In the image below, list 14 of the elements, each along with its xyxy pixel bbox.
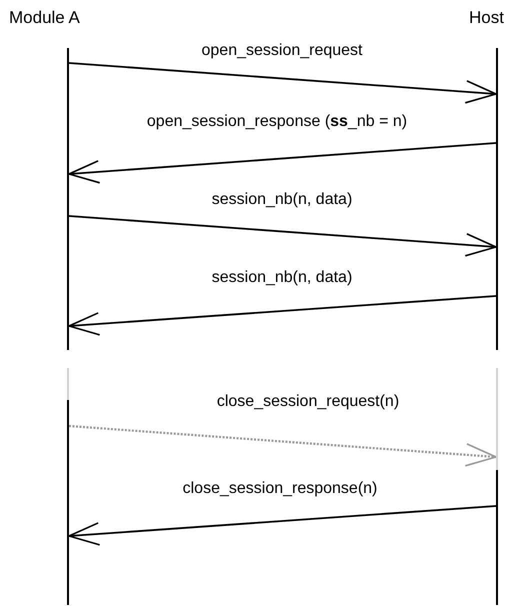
message-arrow (68, 295, 496, 336)
message-arrow (68, 142, 496, 184)
edge-label: open_session_response (ss_nb = n) (146, 113, 408, 131)
edge-label: close_session_request(n) (216, 393, 400, 411)
message-arrow (68, 62, 497, 104)
dashed-message-arrow (68, 424, 497, 467)
edge-label: open_session_request (202, 42, 362, 60)
participant-label: Host (469, 8, 504, 28)
edge-label: close_session_response(n) (182, 480, 378, 498)
participant-label: Module A (9, 8, 80, 28)
edge-label: session_nb(n, data) (212, 269, 352, 287)
message-arrow (68, 215, 497, 257)
message-arrow (68, 505, 496, 546)
edge-label: session_nb(n, data) (212, 191, 352, 209)
